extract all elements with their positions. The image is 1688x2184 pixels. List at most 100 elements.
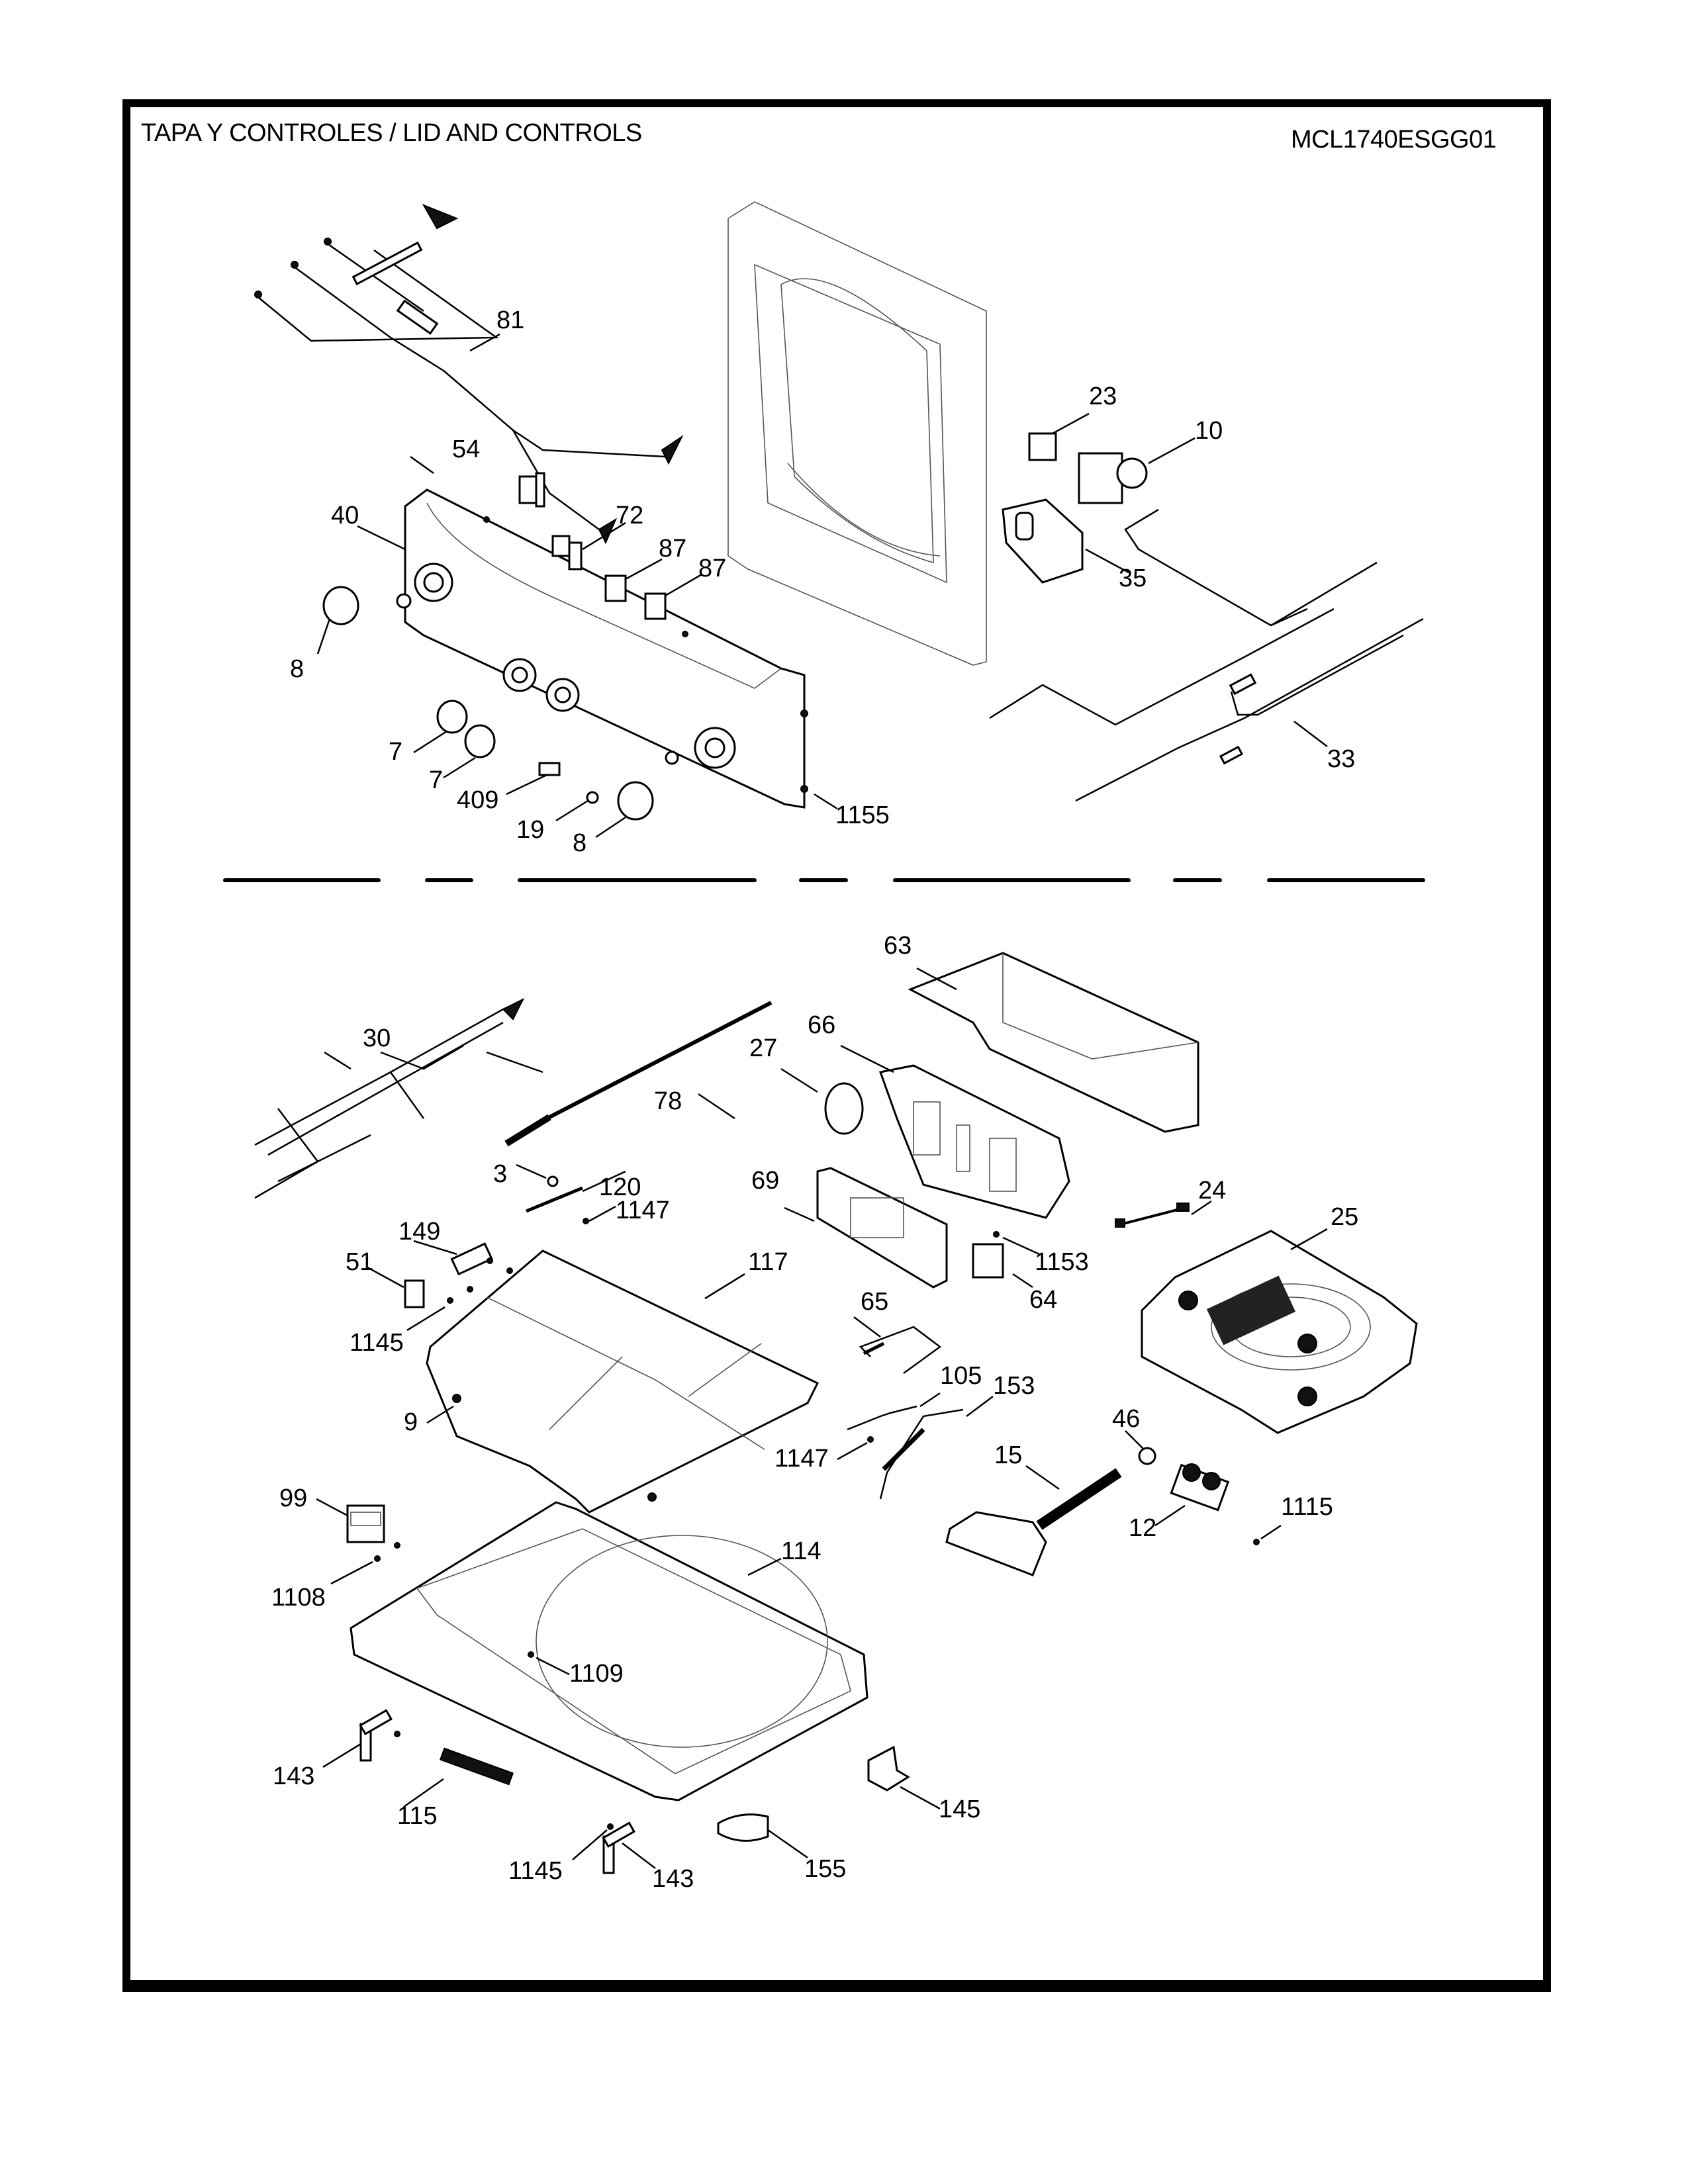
callout-99: 99 (279, 1484, 308, 1512)
part-27-pressure-switch (824, 1082, 864, 1135)
part-25-hose-kit (1141, 1230, 1418, 1434)
callout-1145: 1145 (508, 1857, 563, 1885)
leader-143a (322, 1743, 361, 1768)
leader-153 (966, 1396, 994, 1417)
leader-155 (767, 1829, 808, 1859)
part-117-lid (426, 1250, 820, 1514)
part-30-wire-harness (254, 997, 543, 1199)
callout-81: 81 (496, 306, 525, 334)
diagram-frame (122, 99, 1551, 1992)
part-409-nameplate (538, 762, 561, 776)
callout-65: 65 (861, 1288, 889, 1316)
screw-143a (394, 1731, 400, 1737)
leader-51 (367, 1266, 404, 1289)
screw-1153 (993, 1231, 1000, 1238)
callout-87: 87 (659, 535, 687, 563)
leader-1155 (814, 793, 838, 810)
callout-3: 3 (493, 1160, 508, 1188)
leader-1115 (1260, 1524, 1282, 1540)
callout-143: 143 (652, 1865, 694, 1893)
part-155-cover (717, 1813, 769, 1842)
part-15-dispenser (945, 1468, 1122, 1576)
leader-10 (1148, 437, 1196, 465)
leader-8b (595, 816, 626, 839)
callout-153: 153 (993, 1372, 1035, 1400)
callout-145: 145 (939, 1796, 981, 1823)
part-64-relay (972, 1243, 1004, 1279)
callout-51: 51 (346, 1248, 374, 1276)
part-12-water-valve (1170, 1463, 1230, 1512)
part-19-button (586, 791, 599, 804)
leader-8a (316, 618, 331, 655)
part-7b-knob (464, 724, 496, 758)
callout-25: 25 (1331, 1203, 1359, 1231)
leader-46 (1125, 1430, 1145, 1450)
part-87b-switch (644, 592, 667, 620)
leader-15 (1025, 1465, 1060, 1490)
leader-87b (665, 573, 702, 597)
part-143b-hinge (602, 1821, 635, 1874)
part-69-control-board (816, 1167, 948, 1289)
leader-35 (1085, 548, 1129, 574)
screw-1147a (583, 1218, 589, 1224)
leader-99 (316, 1498, 348, 1517)
part-46-clamp (1138, 1447, 1156, 1465)
callout-10: 10 (1195, 417, 1223, 445)
part-bumper (647, 1492, 657, 1502)
leader-24 (1191, 1200, 1212, 1216)
callout-72: 72 (616, 502, 644, 529)
callout-1155: 1155 (835, 801, 890, 829)
callout-120: 120 (599, 1173, 641, 1201)
screws-1145a (447, 1257, 513, 1304)
leader-3 (516, 1163, 547, 1179)
part-9-bumper (452, 1394, 461, 1403)
callout-63: 63 (884, 932, 912, 960)
callout-87: 87 (698, 555, 727, 582)
leader-143b (622, 1843, 656, 1869)
callout-8: 8 (290, 655, 305, 683)
screw-1109 (528, 1651, 534, 1658)
part-145-bracket (867, 1745, 910, 1792)
callout-15: 15 (994, 1441, 1023, 1469)
part-87a-switch (604, 574, 627, 602)
leader-409 (506, 773, 549, 796)
leader-149 (413, 1240, 457, 1255)
part-51-actuator (404, 1279, 425, 1308)
leader-120 (582, 1170, 626, 1193)
leader-66 (840, 1044, 894, 1073)
part-66-bracket (879, 1064, 1070, 1219)
cabinet-front-panel (727, 201, 987, 666)
part-40-control-panel (396, 488, 806, 809)
leader-9 (426, 1405, 454, 1424)
part-23-lid-lock (1028, 432, 1057, 461)
leader-63 (916, 967, 957, 991)
leader-27 (780, 1068, 818, 1093)
leader-23 (1052, 412, 1090, 435)
callout-409: 409 (457, 786, 499, 814)
screw-1147b (867, 1436, 874, 1443)
leader-115 (403, 1778, 444, 1808)
callout-143: 143 (273, 1762, 315, 1790)
callout-12: 12 (1129, 1514, 1157, 1542)
callout-8: 8 (573, 829, 587, 857)
leader-81 (469, 333, 500, 352)
part-115-hinge-cover (439, 1747, 514, 1786)
callout-69: 69 (751, 1167, 780, 1195)
part-35-bracket (1002, 498, 1084, 584)
part-120-rod (526, 1186, 583, 1213)
leader-1147b (837, 1441, 868, 1461)
leader-54 (410, 455, 434, 475)
screw-99 (394, 1542, 400, 1549)
leader-64 (1012, 1273, 1033, 1289)
leader-1145b (572, 1829, 608, 1860)
callout-35: 35 (1119, 565, 1147, 592)
callout-40: 40 (331, 502, 359, 529)
callout-1108: 1108 (271, 1584, 326, 1612)
part-8a-knob (322, 586, 359, 625)
callout-33: 33 (1327, 745, 1356, 773)
callout-24: 24 (1198, 1177, 1227, 1205)
leader-87a (625, 558, 663, 580)
leader-114 (747, 1557, 782, 1576)
screw-1108 (374, 1555, 381, 1562)
